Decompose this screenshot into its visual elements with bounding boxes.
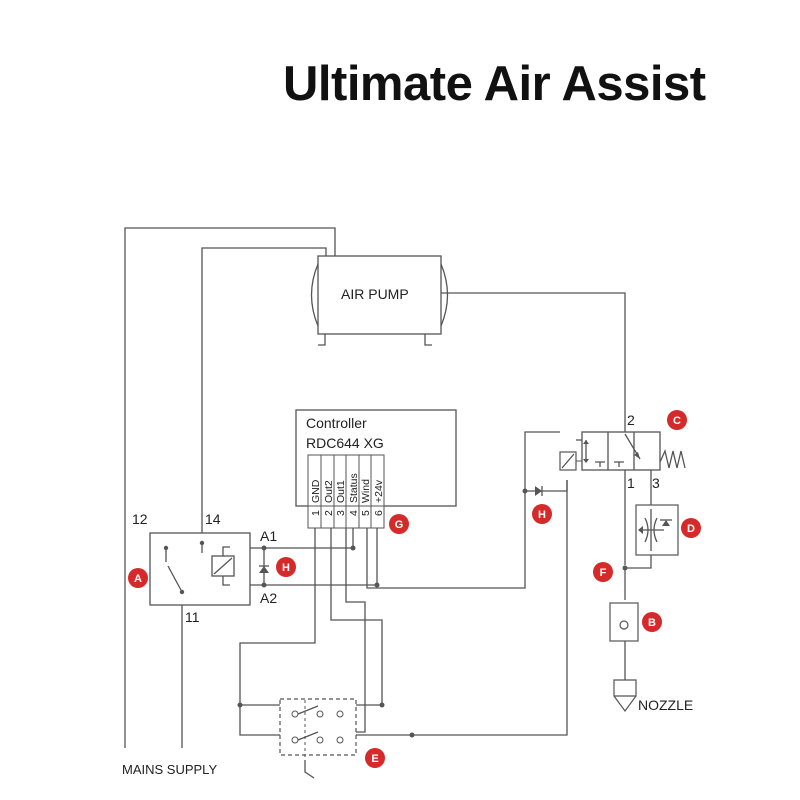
valve-port-2: 2 — [627, 412, 635, 428]
badge-d: D — [681, 518, 701, 538]
relay-terminal-14: 14 — [205, 511, 221, 527]
pin-4-number: 4 — [348, 510, 360, 516]
pin-3-number: 3 — [335, 510, 347, 516]
badge-h-valve: H — [532, 504, 552, 524]
flow-control-valve — [635, 504, 679, 556]
air-filter — [609, 602, 639, 642]
badge-d-label: D — [687, 523, 695, 535]
pin-2-name: Out2 — [323, 480, 335, 503]
nozzle-label: NOZZLE — [638, 697, 693, 713]
pin-1-number: 1 — [310, 510, 322, 516]
air-pump: AIR PUMP — [310, 255, 449, 346]
pin-3-name: Out1 — [335, 480, 347, 503]
controller-name: Controller — [306, 415, 367, 431]
pin-2-number: 2 — [323, 510, 335, 516]
page-title: Ultimate Air Assist — [283, 57, 706, 111]
badge-g: G — [389, 514, 409, 534]
badge-f: F — [593, 562, 613, 582]
air-pump-label: AIR PUMP — [341, 286, 409, 302]
pin-5-name: Wind — [360, 479, 372, 503]
relay-terminal-11: 11 — [185, 609, 200, 625]
badge-b: B — [642, 612, 662, 632]
diode-relay — [259, 565, 269, 573]
badge-b-label: B — [648, 617, 656, 629]
relay-terminal-a1: A1 — [260, 528, 277, 544]
badge-e: E — [365, 748, 385, 768]
pin-6-number: 6 — [373, 510, 385, 516]
wires — [124, 227, 652, 779]
relay: 12 14 11 A1 A2 — [132, 511, 277, 625]
pin-6-name: +24v — [373, 479, 385, 503]
badge-g-label: G — [395, 519, 404, 531]
badge-h-valve-label: H — [538, 509, 546, 521]
valve-port-1: 1 — [627, 475, 635, 491]
controller: Controller RDC644 XG 1 GND 2 Out2 3 Out1… — [295, 409, 457, 529]
badge-c-label: C — [673, 415, 681, 427]
badge-a-label: A — [134, 573, 142, 585]
controller-pin-block: 1 GND 2 Out2 3 Out1 4 Status 5 Wind 6 +2… — [308, 455, 385, 528]
pin-4-name: Status — [348, 473, 360, 503]
badge-a: A — [128, 568, 148, 588]
mains-supply-label: MAINS SUPPLY — [122, 762, 217, 777]
badge-c: C — [667, 410, 687, 430]
badge-f-label: F — [600, 567, 607, 579]
pin-5-number: 5 — [360, 510, 372, 516]
relay-terminal-12: 12 — [132, 511, 148, 527]
solenoid-valve: 2 1 3 — [559, 412, 686, 491]
controller-model: RDC644 XG — [306, 435, 384, 451]
nozzle: NOZZLE — [613, 679, 693, 713]
diode-valve — [535, 486, 543, 496]
valve-port-3: 3 — [652, 475, 660, 491]
pin-1-name: GND — [310, 479, 322, 503]
switch-box — [279, 698, 357, 760]
badge-e-label: E — [371, 753, 378, 765]
badge-h-relay: H — [276, 557, 296, 577]
badge-h-relay-label: H — [282, 562, 290, 574]
relay-terminal-a2: A2 — [260, 590, 277, 606]
